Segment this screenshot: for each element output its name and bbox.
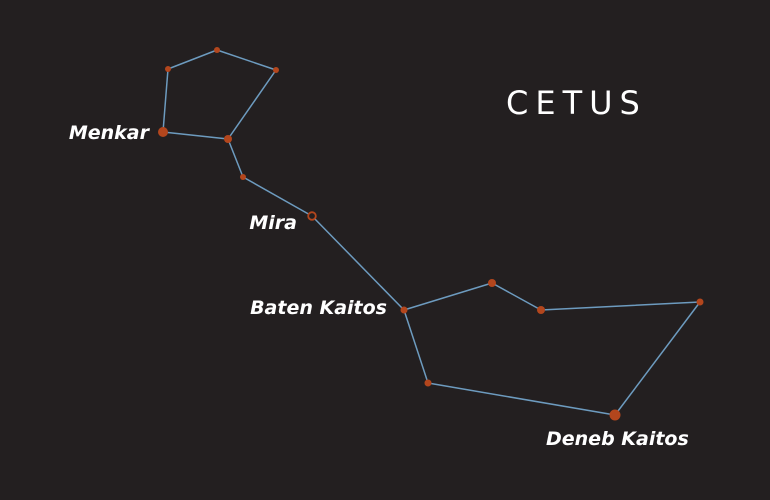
constellation-title: CETUS xyxy=(506,84,647,122)
label-mira: Mira xyxy=(249,212,297,234)
line-deneb-body3 xyxy=(427,382,616,416)
line-body2-tail xyxy=(540,301,701,311)
star-menkar xyxy=(158,127,168,137)
line-menkar-head1 xyxy=(162,68,169,133)
line-tail-deneb xyxy=(614,301,701,416)
line-body1-body2 xyxy=(491,282,542,311)
line-body3-baten xyxy=(403,309,429,384)
star-baten-kaitos xyxy=(400,306,408,314)
line-head1-head2 xyxy=(167,49,218,70)
star-head1 xyxy=(165,66,171,72)
star-deneb-kaitos xyxy=(609,409,621,421)
star-body3 xyxy=(424,379,432,387)
line-mira-baten xyxy=(311,215,405,311)
line-head3-neck xyxy=(227,69,277,140)
star-head2 xyxy=(214,47,220,53)
label-menkar: Menkar xyxy=(69,122,151,144)
line-neck2-mira xyxy=(242,176,313,217)
star-head3 xyxy=(273,67,279,73)
line-neck-neck2 xyxy=(227,138,244,178)
star-neck2 xyxy=(240,174,246,180)
stars xyxy=(158,47,704,421)
line-head2-head3 xyxy=(216,49,277,71)
star-body2 xyxy=(537,306,545,314)
star-body1 xyxy=(488,279,496,287)
label-deneb-kaitos: Deneb Kaitos xyxy=(546,428,689,450)
star-neck xyxy=(224,135,232,143)
line-neck-menkar xyxy=(162,131,229,140)
constellation-lines xyxy=(162,49,701,416)
star-tail xyxy=(696,298,704,306)
line-baten-body1 xyxy=(403,282,493,311)
star-mira xyxy=(307,211,317,221)
label-baten-kaitos: Baten Kaitos xyxy=(250,297,387,319)
